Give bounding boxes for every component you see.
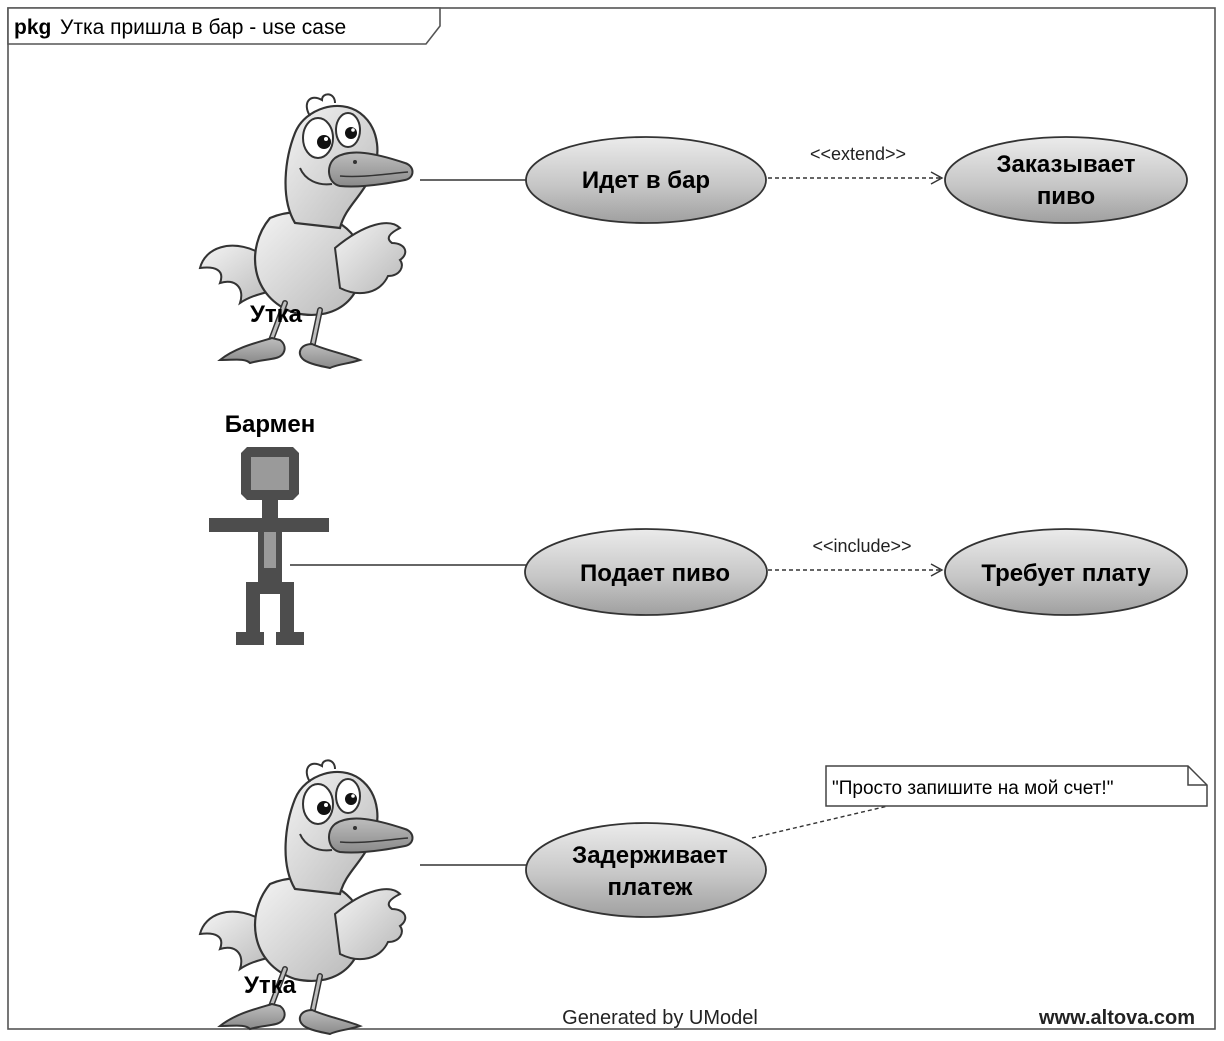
barman-stick-figure-icon [209, 447, 329, 645]
extend-stereotype: <<extend>> [810, 144, 906, 164]
altova-website-link[interactable]: www.altova.com [1038, 1007, 1195, 1029]
use-case-goes-to-bar[interactable] [525, 136, 767, 224]
use-case-delays-payment-label-line2: платеж [608, 874, 694, 901]
package-keyword: pkg [14, 16, 51, 39]
use-case-orders-beer-label-line2: пиво [1037, 183, 1095, 210]
use-case-delays-payment-label-line1: Задерживает [572, 842, 728, 869]
use-case-demands-payment[interactable] [944, 528, 1188, 616]
generated-by-label: Generated by UModel [562, 1007, 758, 1029]
use-case-orders-beer[interactable] [944, 136, 1188, 224]
actor-label-duck-1: Утка [250, 301, 303, 328]
comment-note: "Просто запишите на мой счет!" [825, 765, 1208, 807]
comment-note-text: "Просто запишите на мой счет!" [832, 778, 1113, 799]
use-case-goes-to-bar-label: Идет в бар [582, 167, 710, 194]
include-stereotype: <<include>> [812, 536, 911, 556]
use-case-demands-payment-label: Требует плату [981, 560, 1151, 587]
use-case-orders-beer-label-line1: Заказывает [996, 151, 1135, 178]
use-case-delays-payment[interactable] [525, 822, 767, 918]
note-anchor-line [751, 805, 889, 839]
package-tab [7, 7, 441, 45]
actor-label-barman: Бармен [225, 411, 316, 438]
use-case-serves-beer-label: Подает пиво [580, 560, 730, 587]
use-case-serves-beer[interactable] [524, 528, 768, 616]
package-title: Утка пришла в бар - use case [60, 16, 346, 39]
actor-label-duck-2: Утка [244, 972, 297, 999]
